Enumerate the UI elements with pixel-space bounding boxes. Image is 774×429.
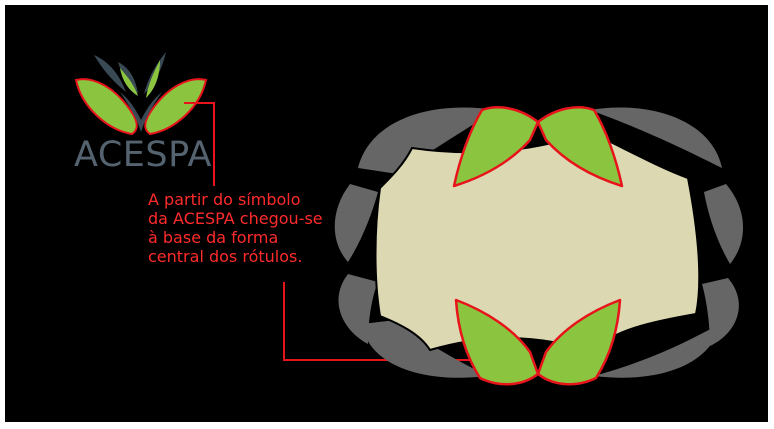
grey-petals <box>334 107 744 378</box>
petal-right-upper <box>704 184 744 264</box>
logo-green-leaf-center-right <box>146 60 160 98</box>
caption-line: da ACESPA chegou-se <box>148 209 323 228</box>
logo-green-leaf-left <box>74 78 138 136</box>
caption-line: à base da forma <box>148 228 279 247</box>
bottom-leaf-right <box>536 298 622 386</box>
acespa-logo <box>74 52 208 136</box>
annotation-caption: A partir do símbolo da ACESPA chegou-se … <box>148 190 323 266</box>
petal-top-left <box>358 107 496 174</box>
caption-line: central dos rótulos. <box>148 247 303 266</box>
top-leaf-right <box>536 106 624 188</box>
top-leaf-left <box>452 106 540 188</box>
logo-dark-inner-curve <box>120 92 162 132</box>
petal-top-right <box>590 107 722 168</box>
bottom-leaves <box>454 298 622 386</box>
petal-bottom-left <box>362 320 488 378</box>
acespa-wordmark: ACESPA <box>74 135 212 175</box>
label-shape <box>334 106 744 386</box>
caption-line: A partir do símbolo <box>148 190 301 209</box>
logo-green-leaf-right <box>144 78 208 136</box>
logo-green-leaf-center-left <box>120 68 138 96</box>
connector-logo-to-caption <box>184 102 215 186</box>
central-shape <box>374 130 701 354</box>
petal-bottom-right <box>594 324 720 378</box>
petal-left-upper <box>334 184 378 262</box>
bottom-leaf-left <box>454 298 540 386</box>
logo-dark-leaf-left <box>94 55 126 92</box>
top-leaves <box>452 106 624 188</box>
